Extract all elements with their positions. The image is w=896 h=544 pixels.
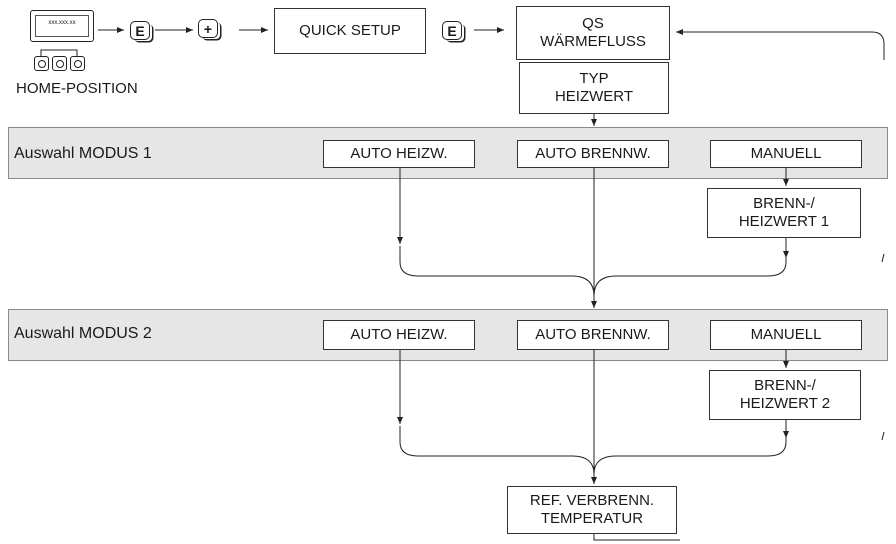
enter-key-2-icon: E — [442, 21, 462, 40]
operating-key-1 — [34, 56, 49, 71]
display-readout: xxx.xxx.xx — [35, 15, 89, 37]
modus2-sub-line-2: HEIZWERT 2 — [739, 395, 831, 412]
ref-line-2: TEMPERATUR — [540, 510, 644, 527]
local-display: xxx.xxx.xx — [30, 10, 94, 42]
modus2-brennwert-box: BRENN-/ HEIZWERT 2 — [709, 370, 861, 420]
modus-1-label: Auswahl MODUS 1 — [14, 145, 152, 162]
home-position-label: HOME-POSITION — [16, 80, 138, 97]
modus1-manuell: MANUELL — [710, 140, 862, 168]
modus1-auto-brennw: AUTO BRENNW. — [517, 140, 669, 168]
ref-verbrenn-temperatur-box: REF. VERBRENN. TEMPERATUR — [507, 486, 677, 534]
right-edge-tick-2 — [881, 431, 885, 441]
plus-key-icon: + — [198, 19, 218, 38]
modus2-auto-heizw: AUTO HEIZW. — [323, 320, 475, 350]
modus2-sub-line-1: BRENN-/ — [754, 377, 816, 394]
quick-setup-box: QUICK SETUP — [274, 8, 426, 54]
typ-heizwert-box: TYP HEIZWERT — [519, 62, 669, 114]
qs-line-2: WÄRMEFLUSS — [540, 33, 646, 50]
modus-2-label: Auswahl MODUS 2 — [14, 325, 152, 342]
modus1-brennwert-box: BRENN-/ HEIZWERT 1 — [707, 188, 861, 238]
operating-key-3 — [70, 56, 85, 71]
modus2-auto-brennw: AUTO BRENNW. — [517, 320, 669, 350]
modus1-sub-line-1: BRENN-/ — [753, 195, 815, 212]
operating-key-2 — [52, 56, 67, 71]
qs-waermefluss-box: QS WÄRMEFLUSS — [516, 6, 670, 60]
modus1-sub-line-2: HEIZWERT 1 — [738, 213, 830, 230]
typ-line-2: HEIZWERT — [554, 88, 634, 105]
modus2-manuell: MANUELL — [710, 320, 862, 350]
qs-line-1: QS — [582, 15, 604, 32]
return-loop — [676, 29, 885, 60]
typ-line-1: TYP — [579, 70, 609, 87]
enter-key-icon: E — [130, 21, 150, 40]
modus1-auto-heizw: AUTO HEIZW. — [323, 140, 475, 168]
right-edge-tick — [881, 253, 885, 263]
ref-line-1: REF. VERBRENN. — [529, 492, 655, 509]
